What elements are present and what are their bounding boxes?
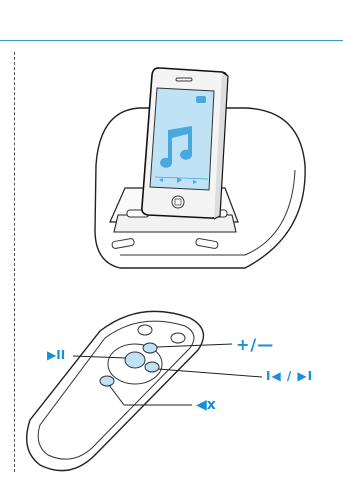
- volume-label: +/—: [236, 335, 274, 354]
- play-pause-label: ▶II: [47, 348, 65, 362]
- skip-label: I◀ / ▶I: [266, 369, 313, 383]
- mute-icon: ◀x: [196, 397, 216, 413]
- phone-screen: [150, 88, 214, 190]
- remote-control: [27, 311, 204, 470]
